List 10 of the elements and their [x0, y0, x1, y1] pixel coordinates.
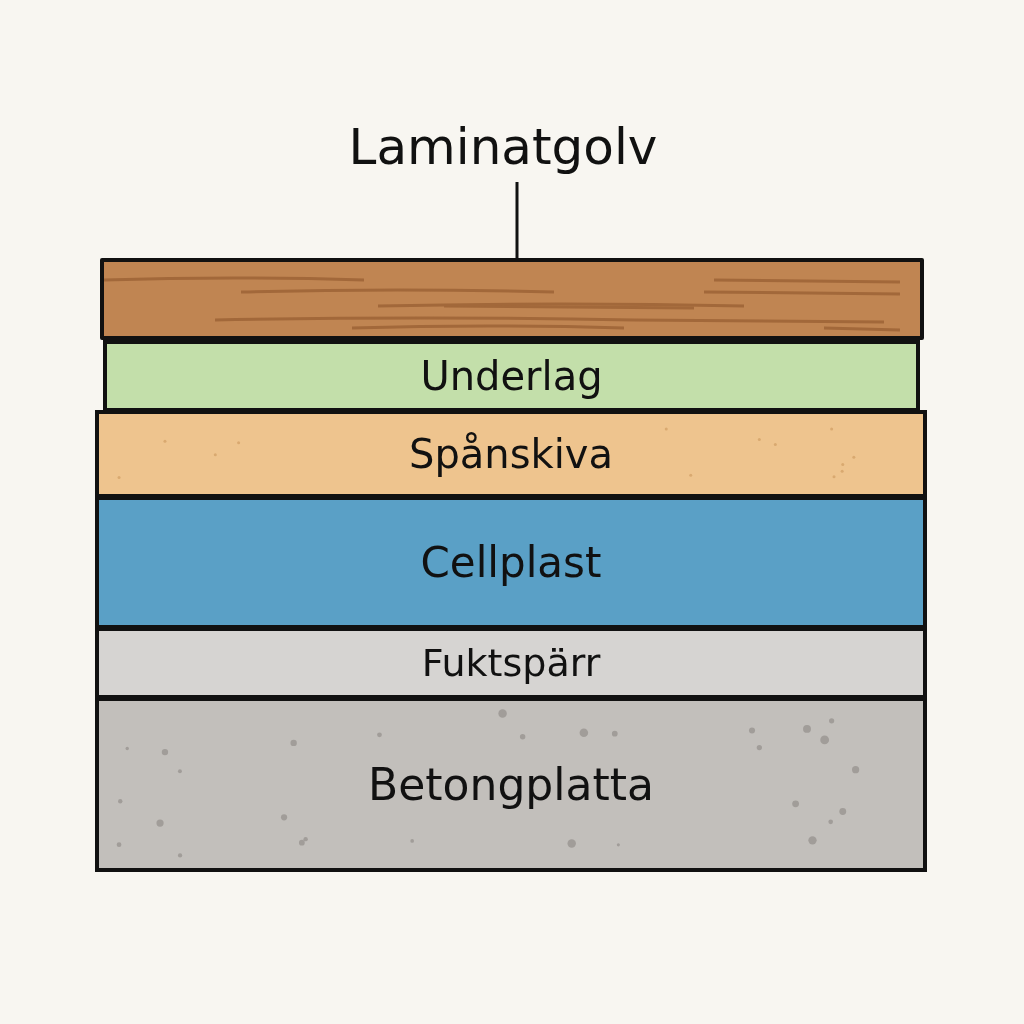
- layer-label: Underlag: [420, 353, 603, 399]
- underlay-layer: [103, 340, 920, 412]
- layer-label: Cellplast: [420, 538, 602, 587]
- layer-label: Betongplatta: [368, 759, 654, 810]
- layer-label: Spånskiva: [409, 431, 613, 477]
- insulation-layer: [95, 496, 927, 629]
- moisture-barrier-layer: [95, 627, 927, 699]
- heading-label: Laminatgolv: [348, 118, 658, 176]
- layer-label: Fuktspärr: [421, 641, 601, 685]
- leader-line: [515, 182, 519, 258]
